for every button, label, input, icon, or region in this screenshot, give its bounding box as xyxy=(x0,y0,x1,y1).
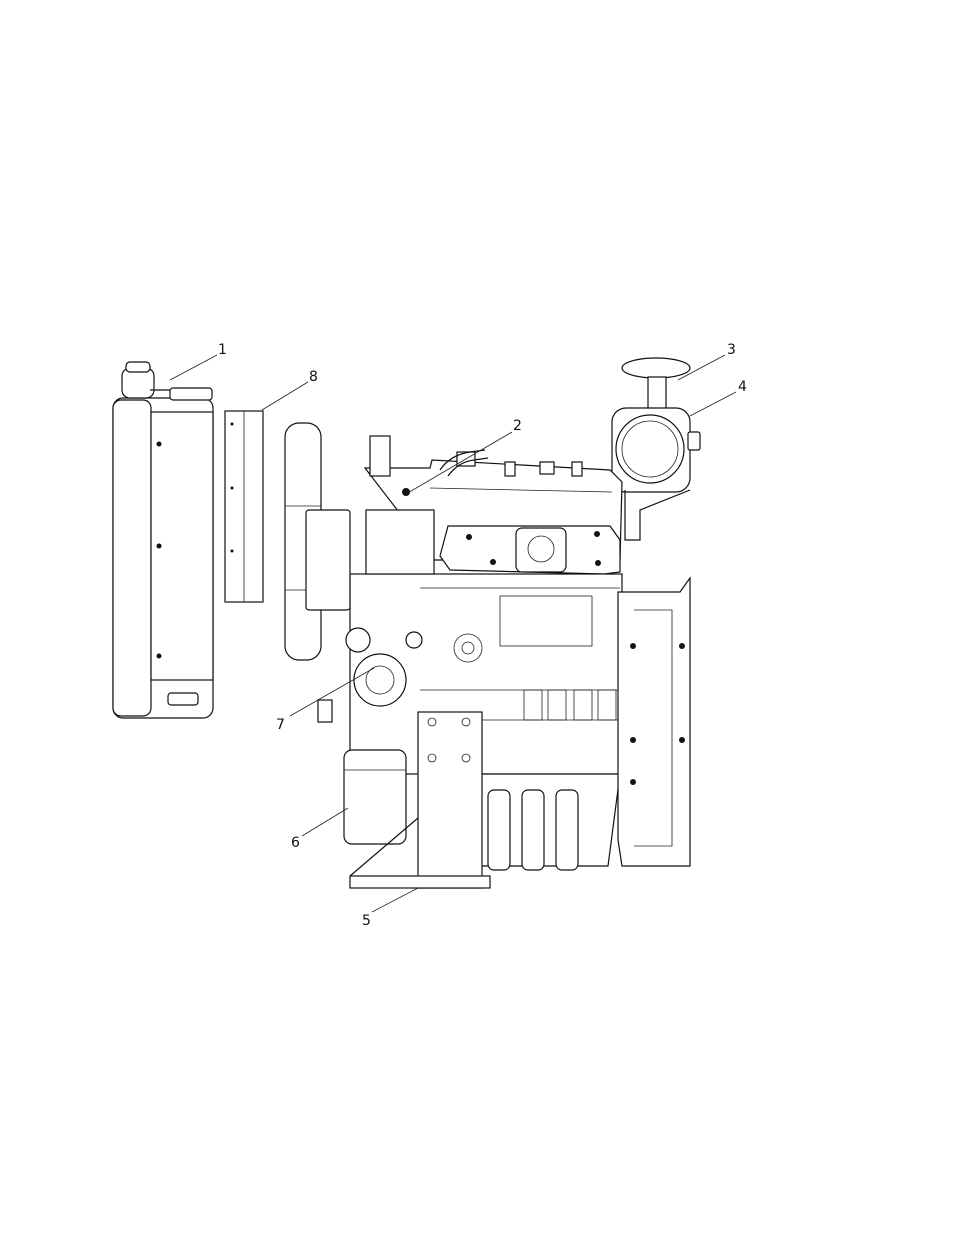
muffler xyxy=(612,358,700,540)
callout-6: 6 xyxy=(291,835,300,851)
flywheel-housing xyxy=(618,578,690,866)
fan-shroud xyxy=(225,411,263,602)
callout-1: 1 xyxy=(218,342,227,358)
callout-2: 2 xyxy=(513,418,522,434)
callout-7: 7 xyxy=(276,717,285,733)
callout-5: 5 xyxy=(362,913,371,929)
radiator xyxy=(113,362,213,718)
callout-8: 8 xyxy=(309,369,318,385)
callout-3: 3 xyxy=(727,342,736,358)
callout-4: 4 xyxy=(738,379,747,395)
